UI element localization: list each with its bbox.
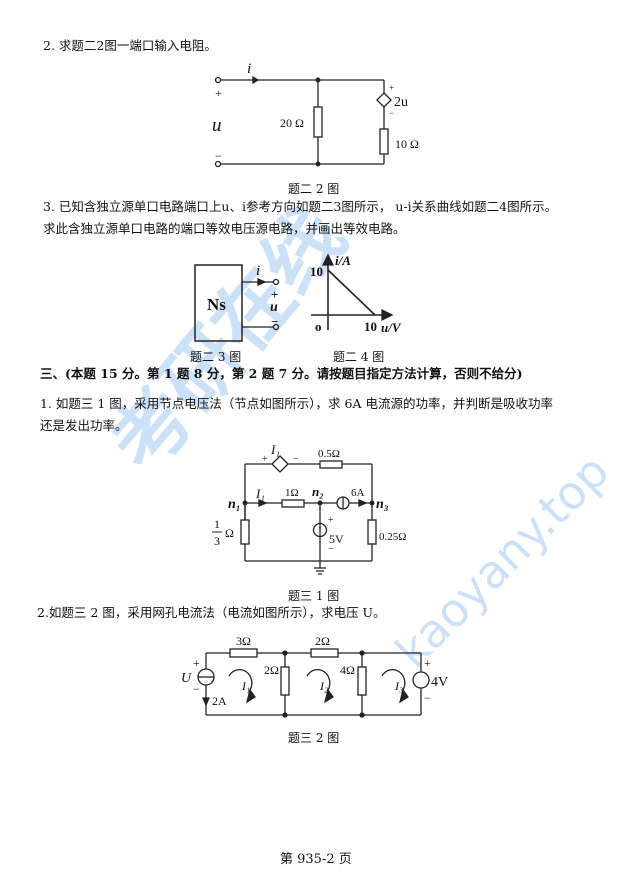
svg-text:−: − [293,454,299,465]
svg-text:2u: 2u [394,95,408,110]
svg-text:+: + [389,83,394,93]
svg-text:i: i [256,263,260,279]
question-2-3-line2: 求此含独立源单口电路的端口等效电压源电路，并画出等效电路。 [43,221,406,236]
question-3-1-line2: 还是发出功率。 [40,418,128,433]
svg-text:3Ω: 3Ω [236,634,251,648]
svg-text:20 Ω: 20 Ω [280,116,304,130]
question-3-2-text: 2.如题三 2 图，采用网孔电流法（电流如图所示），求电压 U。 [37,605,386,620]
svg-text:i/A: i/A [335,253,351,268]
svg-text:2Ω: 2Ω [264,663,279,677]
svg-text:1Ω: 1Ω [285,487,299,499]
svg-text:−: − [193,682,200,696]
question-2-3-line1: 3. 已知含独立源单口电路端口上u、i参考方向如题二3图所示， u-i关系曲线如… [43,199,558,214]
figure-caption-2-3: 题二 3 图 [190,350,242,364]
svg-text:I₁: I₁ [255,486,265,501]
svg-text:−: − [215,149,222,163]
svg-text:2A: 2A [212,694,227,708]
figure-caption-3-1: 题三 1 图 [288,589,340,603]
svg-text:5V: 5V [329,532,344,546]
svg-text:10: 10 [364,319,377,334]
svg-text:0.25Ω: 0.25Ω [379,531,406,543]
svg-text:I₁: I₁ [270,442,280,457]
svg-text:Ω: Ω [225,526,234,540]
svg-text:+: + [271,287,278,302]
svg-text:o: o [315,319,322,334]
page-footer: 第 935-2 页 [280,852,352,867]
svg-text:10: 10 [310,264,323,279]
svg-text:−: − [389,108,394,118]
svg-text:−: − [271,314,278,329]
label-i: i [247,61,251,77]
figure-caption-2-4: 题二 4 图 [333,350,385,364]
svg-text:u: u [212,115,222,136]
svg-text:+: + [193,656,200,670]
svg-text:−: − [424,691,431,705]
svg-text:U: U [181,671,192,686]
svg-text:I₂: I₂ [319,679,328,693]
svg-text:10 Ω: 10 Ω [395,137,419,151]
svg-text:u: u [270,300,278,315]
svg-text:0.5Ω: 0.5Ω [318,448,340,460]
figure-caption-2-2: 题二 2 图 [288,182,340,196]
svg-text:n₁: n₁ [228,497,241,512]
svg-text:n₃: n₃ [376,497,389,512]
svg-text:−: − [328,544,334,555]
question-2-2-text: 2. 求题二2图一端口输入电阻。 [43,38,217,53]
svg-text:4V: 4V [431,675,448,690]
svg-text:I₁: I₁ [241,679,250,693]
svg-text:4Ω: 4Ω [340,663,355,677]
figure-caption-3-2: 题三 2 图 [288,731,340,745]
svg-text:6A: 6A [351,487,365,499]
svg-text:Ns: Ns [207,295,226,314]
svg-text:1: 1 [214,517,220,531]
question-3-1-line1: 1. 如题三 1 图，采用节点电压法（节点如图所示），求 6A 电流源的功率，并… [40,396,553,411]
svg-text:I₃: I₃ [394,679,403,693]
svg-text:3: 3 [214,534,220,548]
svg-text:+: + [328,515,334,526]
svg-text:2Ω: 2Ω [315,634,330,648]
svg-text:u/V: u/V [381,320,402,335]
svg-text:+: + [215,86,222,100]
section-3-header: 三、(本题 15 分。第 1 题 8 分，第 2 题 7 分。请按题目指定方法计… [40,366,523,381]
svg-text:+: + [262,454,268,465]
svg-text:+: + [424,656,431,670]
svg-text:n₂: n₂ [312,484,324,499]
